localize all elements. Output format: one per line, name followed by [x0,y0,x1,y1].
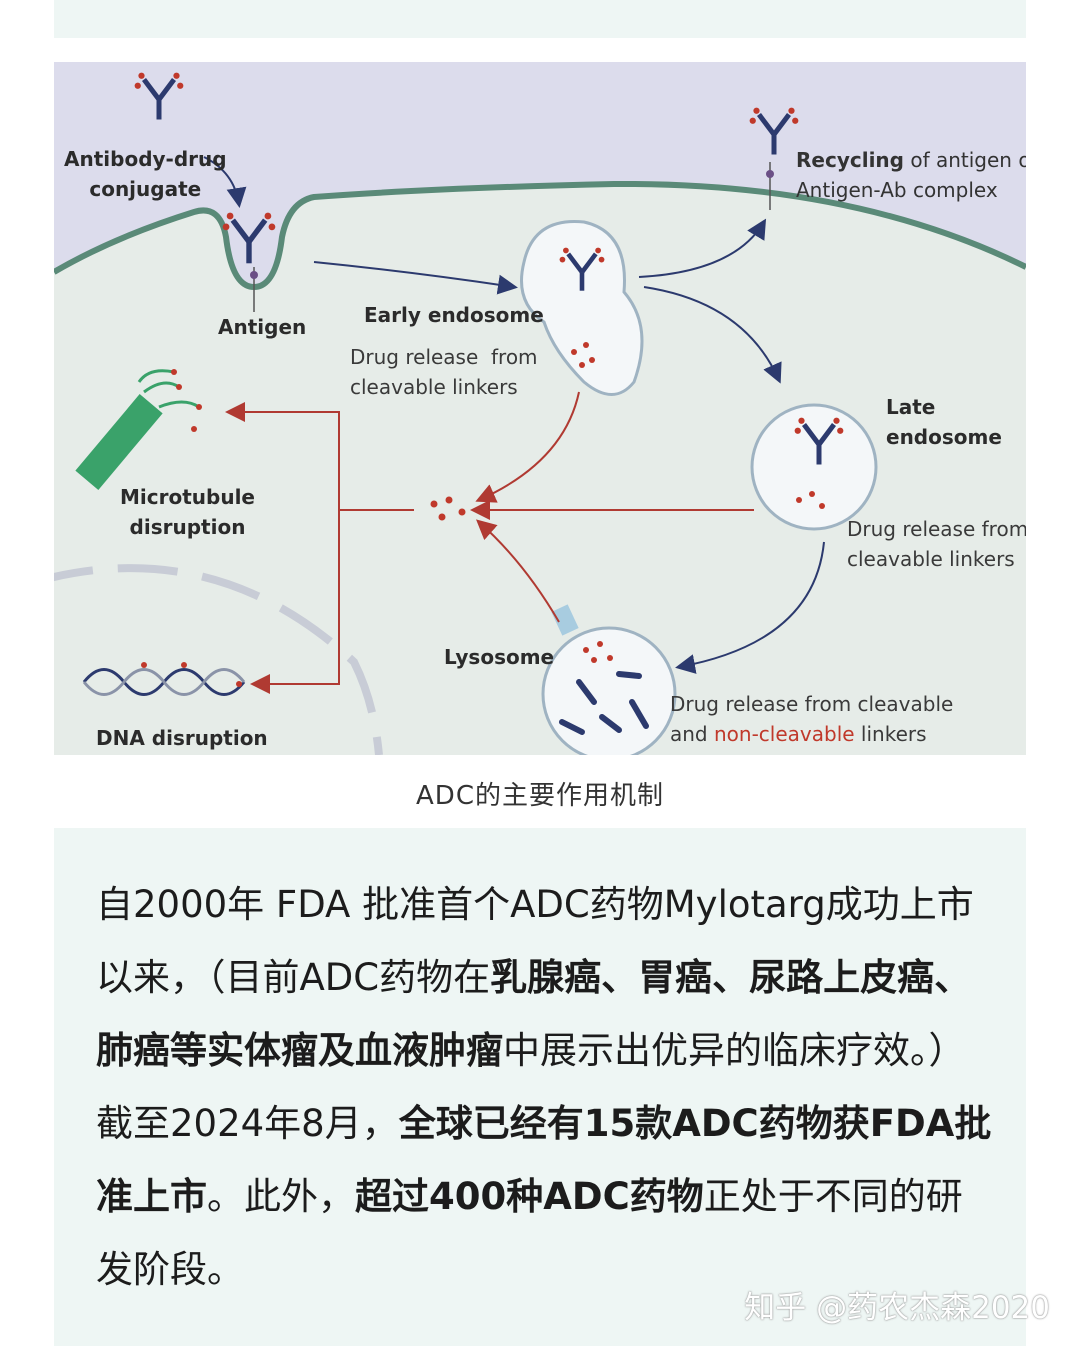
label-dna-disruption: DNA disruption [96,726,268,750]
label-recycling-rest: of antigen or [903,148,1026,172]
text-box: 自2000年 FDA 批准首个ADC药物Mylotarg成功上市以来，（目前AD… [54,828,1026,1346]
para-bold-3: 超过400种ADC药物 [355,1175,704,1218]
label-antibody-drug-conjugate: Antibody-drug conjugate [64,147,227,201]
dna-icon [82,662,246,696]
label-recycling-line2: Antigen-Ab complex [796,178,998,202]
lyso-release-line1: Drug release from cleavable [670,692,954,716]
para-segment-1: 自2000年 FDA 批准首个ADC药物Mylotarg成功上市以来，（目前AD… [96,883,974,999]
para-segment-4: 正处于不同的研发阶段。 [96,1175,963,1291]
para-segment-3: 。此外， [207,1175,355,1218]
label-recycling-bold: Recycling [796,148,904,172]
microtubule-icon [75,369,202,490]
label-late-drug-release: Drug release from cleavable linkers [847,517,1026,571]
label-lysosome: Lysosome [444,645,555,669]
label-late-endosome: Late endosome [886,395,1002,449]
lyso-release-linkers: linkers [854,722,927,746]
label-microtubule-disruption: Microtubule disruption [120,485,255,539]
label-early-drug-release: Drug release from cleavable linkers [350,345,538,399]
para-bold-2: 全球已经有15款ADC药物获FDA批准上市 [96,1102,992,1218]
label-recycling: Recycling of antigen or Antigen-Ab compl… [796,145,1026,205]
top-background-strip [54,0,1026,38]
label-antigen: Antigen [218,315,307,339]
label-lysosome-drug-release: Drug release from cleavable and non-clea… [670,689,953,749]
watermark: 知乎 @药农杰森2020 [744,1290,1050,1326]
para-segment-2: 中展示出优异的临床疗效。）截至2024年8月， [96,1029,966,1145]
figure-caption: ADC的主要作用机制 [416,781,664,811]
lyso-release-noncleavable: non-cleavable [713,722,855,746]
para-bold-1: 乳腺癌、胃癌、尿路上皮癌、肺癌等实体瘤及血液肿瘤 [96,956,972,1072]
adc-mechanism-figure: Antibody-drug conjugate Antigen Early en… [54,62,1026,755]
figure-drawing [54,62,1026,755]
lyso-release-and: and [670,722,714,746]
label-early-endosome: Early endosome [364,303,544,327]
body-paragraph: 自2000年 FDA 批准首个ADC药物Mylotarg成功上市以来，（目前AD… [96,868,996,1306]
